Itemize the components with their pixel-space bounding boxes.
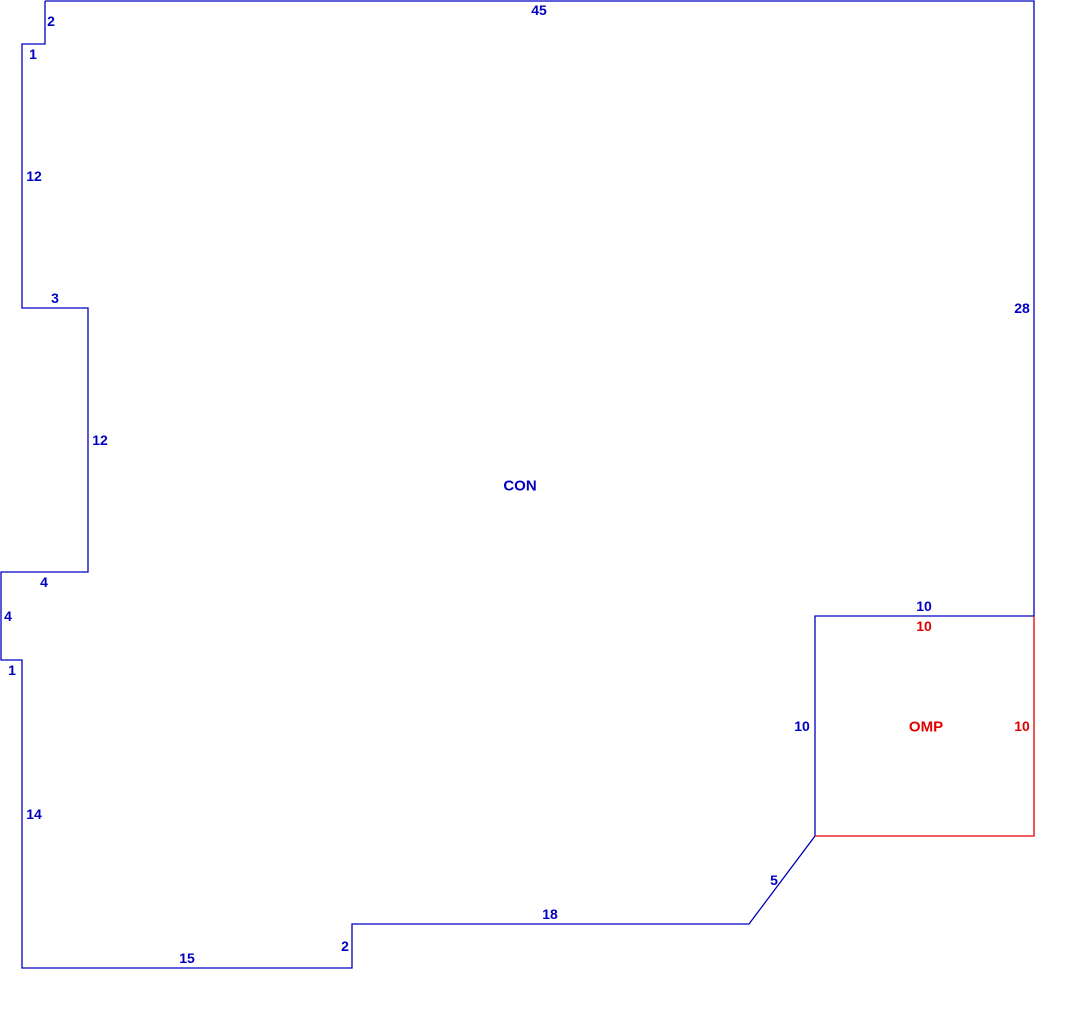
- dim-con-bottom-left: 15: [179, 950, 195, 966]
- omp-area-label: OMP: [909, 719, 943, 736]
- dim-con-bottom-step: 2: [341, 938, 349, 954]
- dim-omp-top: 10: [916, 618, 932, 634]
- omp-outline: [815, 616, 1035, 837]
- dim-con-diagonal: 5: [770, 872, 778, 888]
- dim-con-left-notch-upper: 1: [29, 46, 37, 62]
- dim-con-omp-top-shared: 10: [916, 598, 932, 614]
- dim-con-left-upper-run: 12: [26, 168, 42, 184]
- dim-con-left-lower-notch-height: 4: [4, 608, 12, 624]
- dim-omp-right: 10: [1014, 718, 1030, 734]
- dim-con-left-jog-bottom: 4: [40, 574, 48, 590]
- dim-con-top: 45: [531, 2, 547, 18]
- dim-con-top-left-step: 2: [47, 13, 55, 29]
- dim-con-left-lower-run: 14: [26, 806, 42, 822]
- dim-con-left-bump-run: 12: [92, 432, 108, 448]
- dim-con-right-side: 28: [1014, 300, 1030, 316]
- con-area-label: CON: [503, 478, 536, 495]
- dim-con-left-lower-notch: 1: [8, 662, 16, 678]
- dim-con-bottom-right: 18: [542, 906, 558, 922]
- dim-con-left-jog-top: 3: [51, 290, 59, 306]
- con-outline: [0, 0, 1035, 969]
- dim-con-omp-left-side: 10: [794, 718, 810, 734]
